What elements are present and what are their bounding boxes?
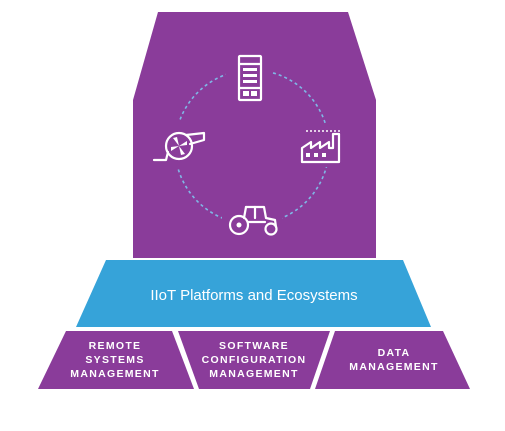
pillar-2-line-1: SOFTWARE bbox=[219, 340, 289, 352]
pillar-2-line-3: MANAGEMENT bbox=[209, 368, 298, 380]
factory-icon bbox=[296, 125, 350, 167]
pillar-1-line-2: SYSTEMS bbox=[85, 354, 144, 366]
pillar-software-configuration-management bbox=[178, 331, 330, 389]
tractor-icon bbox=[222, 198, 282, 238]
pillar-1-line-1: REMOTE bbox=[89, 340, 142, 352]
pillar-3-line-2: MANAGEMENT bbox=[349, 361, 438, 373]
server-rack-icon bbox=[226, 53, 272, 103]
pillar-2-line-2: CONFIGURATION bbox=[202, 354, 307, 366]
pillar-1-line-3: MANAGEMENT bbox=[70, 368, 159, 380]
turbine-pump-icon bbox=[150, 122, 210, 168]
pillar-remote-systems-management bbox=[38, 331, 194, 389]
iiot-platform-band bbox=[76, 260, 431, 327]
pillar-data-management bbox=[315, 331, 470, 389]
platform-label: IIoT Platforms and Ecosystems bbox=[150, 287, 357, 304]
pillar-3-line-1: DATA bbox=[378, 347, 411, 359]
